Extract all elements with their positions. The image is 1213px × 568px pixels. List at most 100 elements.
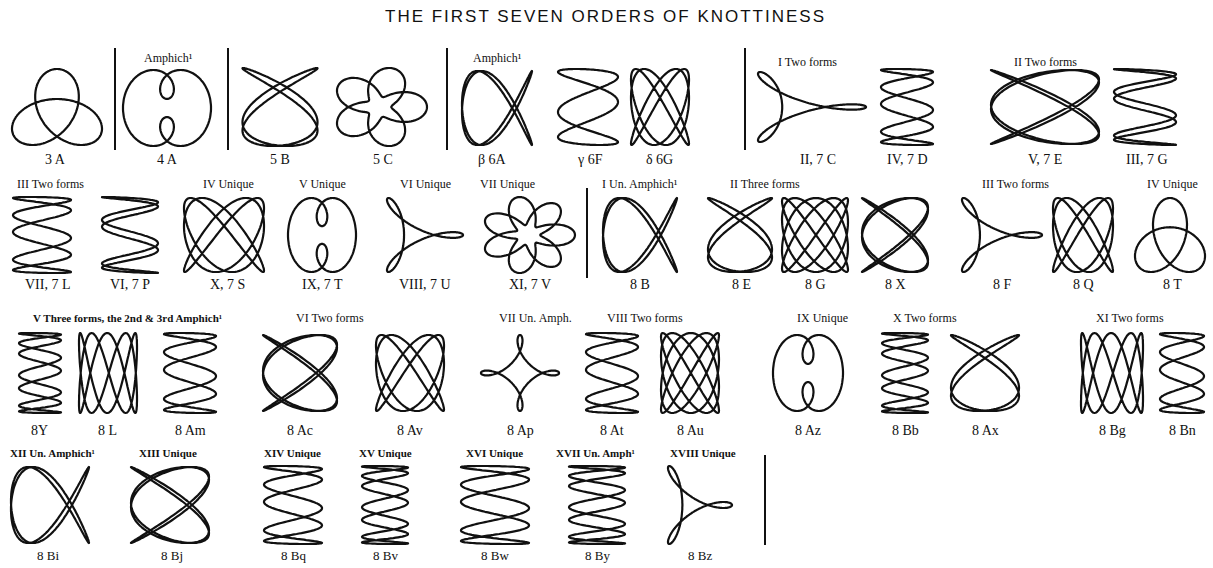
knot-label: β 6A	[478, 152, 506, 167]
knot-drawing	[481, 335, 559, 411]
class-heading: IV Unique	[1147, 178, 1198, 191]
knot-label: 8 Bg	[1099, 423, 1126, 438]
knot-drawing	[263, 335, 337, 411]
class-heading: X Two forms	[893, 312, 957, 325]
separator-line	[744, 48, 746, 150]
knot-drawing	[1114, 69, 1176, 145]
knot-drawing	[362, 466, 408, 544]
knot-label: 5 B	[270, 152, 290, 167]
knot-drawing	[243, 68, 318, 146]
knot-label: 8 Am	[175, 423, 206, 438]
knot-drawing	[264, 466, 322, 544]
knot-drawing	[881, 69, 933, 145]
class-heading: XVI Unique	[466, 447, 523, 459]
class-heading: II Two forms	[1014, 56, 1077, 69]
class-heading: II Three forms	[730, 178, 800, 191]
knot-label: 8 Bj	[161, 549, 183, 563]
class-heading: V Three forms, the 2nd & 3rd Amphich¹	[33, 312, 222, 324]
knot-drawing	[569, 466, 625, 544]
knot-drawing	[1160, 333, 1204, 413]
knot-drawing	[951, 335, 1019, 411]
knot-drawing	[11, 467, 89, 543]
knot-drawing	[387, 198, 463, 272]
class-heading: VIII Two forms	[607, 312, 683, 325]
knot-label: V, 7 E	[1028, 152, 1062, 167]
knot-label: 8 Az	[795, 423, 821, 438]
knot-drawing	[882, 333, 928, 413]
knot-drawing	[485, 197, 575, 273]
separator-lines	[115, 48, 765, 545]
class-heading: V Unique	[299, 178, 346, 191]
knot-label: 8Y	[31, 423, 48, 438]
knot-group	[11, 68, 1205, 544]
knot-drawing	[102, 197, 158, 273]
knot-drawing	[461, 466, 529, 544]
knot-label: 8 L	[98, 423, 117, 438]
class-heading: XVIII Unique	[670, 447, 736, 459]
class-heading: XV Unique	[359, 447, 412, 459]
knot-label: 8 Bb	[892, 423, 919, 438]
knot-drawing	[586, 333, 638, 413]
class-heading: I Un. Amphich¹	[602, 178, 677, 191]
knot-drawing	[862, 198, 928, 272]
class-heading: IX Unique	[797, 312, 848, 325]
knot-label: 8 E	[732, 277, 751, 292]
knot-label: 8 F	[993, 277, 1011, 292]
knot-drawing	[79, 333, 137, 413]
knot-label: 8 Bn	[1169, 423, 1196, 438]
knot-drawing	[1135, 198, 1205, 272]
class-heading: XIII Unique	[139, 447, 197, 459]
knot-drawing	[991, 70, 1099, 144]
knot-label: 8 T	[1163, 277, 1182, 292]
knot-drawing	[12, 69, 102, 145]
class-heading: VI Unique	[400, 178, 451, 191]
knot-drawing	[1053, 198, 1113, 272]
knot-label: IX, 7 T	[302, 277, 343, 292]
knot-drawing	[668, 466, 732, 544]
title: THE FIRST SEVEN ORDERS OF KNOTTINESS	[385, 8, 826, 27]
class-heading: XII Un. Amphich¹	[10, 447, 95, 459]
knot-label: 8 Q	[1073, 277, 1094, 292]
knot-label: 8 Ax	[972, 423, 999, 438]
class-heading: XIV Unique	[264, 447, 321, 459]
knot-drawing	[19, 333, 61, 413]
knot-drawing	[164, 333, 216, 413]
knot-drawing	[782, 198, 848, 272]
knot-label: 8 B	[630, 277, 650, 292]
knot-drawing	[603, 198, 677, 272]
knot-label: 8 Bv	[373, 549, 398, 563]
knot-label: 8 Bi	[37, 549, 59, 563]
knot-drawing	[184, 198, 264, 272]
knot-drawing	[962, 198, 1042, 272]
class-heading: XI Two forms	[1096, 312, 1164, 325]
knot-drawing	[131, 467, 209, 543]
separator-line	[446, 48, 448, 150]
knot-label: 8 X	[885, 277, 906, 292]
class-heading: Amphich¹	[144, 52, 192, 65]
class-heading: VII Unique	[480, 178, 535, 191]
knot-label: γ 6F	[578, 152, 602, 167]
knot-drawing	[123, 70, 211, 146]
knot-label: 8 Ap	[507, 423, 534, 438]
class-heading: VI Two forms	[296, 312, 364, 325]
knot-label: 4 A	[157, 152, 177, 167]
knot-label: 3 A	[45, 152, 65, 167]
knot-drawing	[558, 69, 618, 145]
knot-drawing	[773, 335, 843, 411]
knot-drawing	[376, 335, 444, 411]
class-heading: III Two forms	[17, 178, 84, 191]
class-heading: VII Un. Amph.	[499, 312, 572, 325]
knot-label: 5 C	[373, 152, 393, 167]
knot-label: 8 Bw	[481, 549, 509, 563]
knot-drawing	[631, 69, 689, 145]
knot-label: XI, 7 V	[509, 277, 551, 292]
knot-label: 8 By	[585, 549, 610, 563]
class-heading: I Two forms	[778, 56, 837, 69]
knot-label: VIII, 7 U	[399, 277, 451, 292]
knot-label: X, 7 S	[210, 277, 245, 292]
knot-label: VII, 7 L	[25, 277, 71, 292]
class-heading: IV Unique	[203, 178, 254, 191]
knot-label: δ 6G	[646, 152, 673, 167]
